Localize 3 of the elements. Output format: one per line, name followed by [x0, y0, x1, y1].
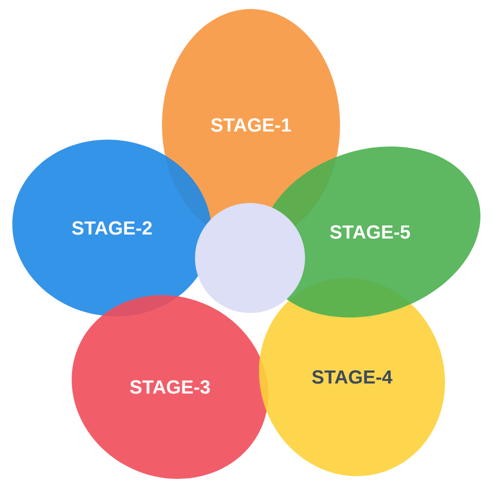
petal: STAGE-2: [12, 140, 212, 316]
center-circle: [195, 203, 305, 313]
petal: STAGE-3: [72, 295, 268, 479]
